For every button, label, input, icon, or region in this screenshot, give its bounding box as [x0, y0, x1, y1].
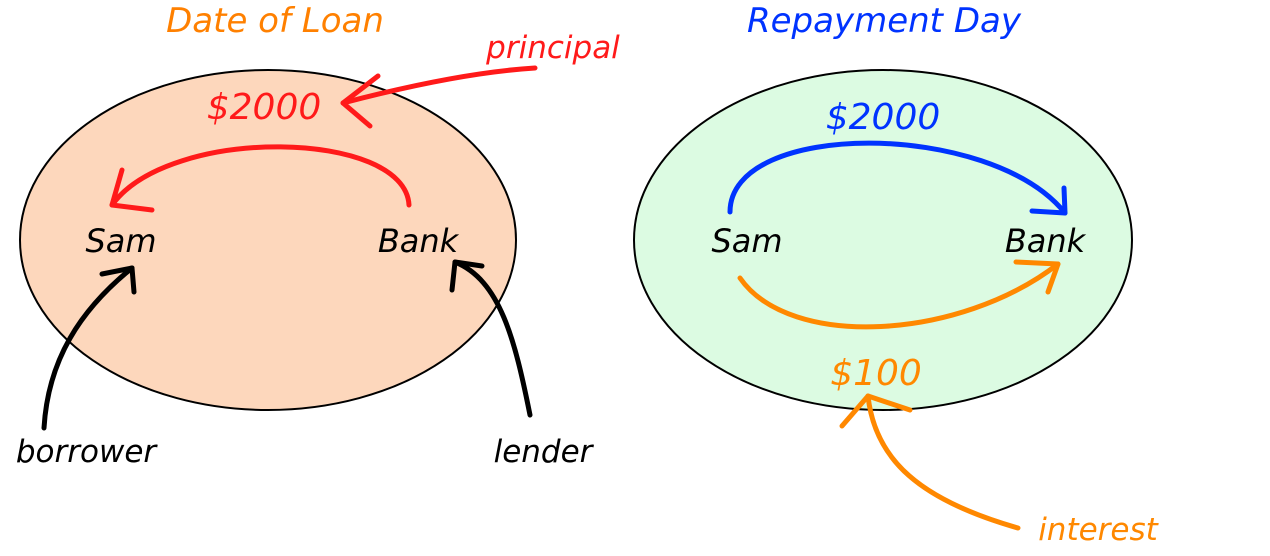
loan-transfer-arrow	[109, 144, 412, 208]
loan-borrower-node: Sam	[85, 222, 156, 260]
principal-pointer-arrowhead	[340, 73, 381, 129]
loan-ellipse	[19, 69, 517, 411]
repayment-title: Repayment Day	[747, 1, 1022, 41]
interest-amount: $100	[830, 353, 922, 394]
lender-pointer-arrow	[452, 259, 533, 418]
principal-pointer-arrow	[340, 65, 538, 106]
repayment-amount: $2000	[826, 97, 941, 138]
interest-pointer-arrowhead	[839, 393, 913, 429]
interest-label: interest	[1038, 512, 1159, 548]
borrower-pointer-arrow	[41, 265, 135, 431]
lender-label: lender	[494, 434, 595, 470]
repayment-lender-node: Bank	[1005, 222, 1087, 260]
repayment-borrower-node: Sam	[711, 222, 782, 260]
loan-lender-node: Bank	[378, 222, 460, 260]
lender-pointer-arrowhead	[449, 259, 485, 293]
borrower-label: borrower	[16, 434, 159, 470]
loan-transfer-arrowhead	[109, 167, 155, 213]
loan-title: Date of Loan	[166, 1, 384, 41]
loan-amount: $2000	[207, 87, 322, 128]
loan-principal-label: principal	[485, 30, 620, 66]
interest-transfer-arrow	[737, 261, 1061, 330]
repayment-transfer-arrowhead	[1029, 185, 1068, 216]
interest-pointer-arrow	[865, 393, 1021, 531]
interest-transfer-arrowhead	[1013, 259, 1061, 295]
repayment-transfer-arrow	[727, 140, 1068, 216]
repayment-ellipse	[633, 69, 1133, 411]
borrower-pointer-arrowhead	[99, 265, 137, 295]
